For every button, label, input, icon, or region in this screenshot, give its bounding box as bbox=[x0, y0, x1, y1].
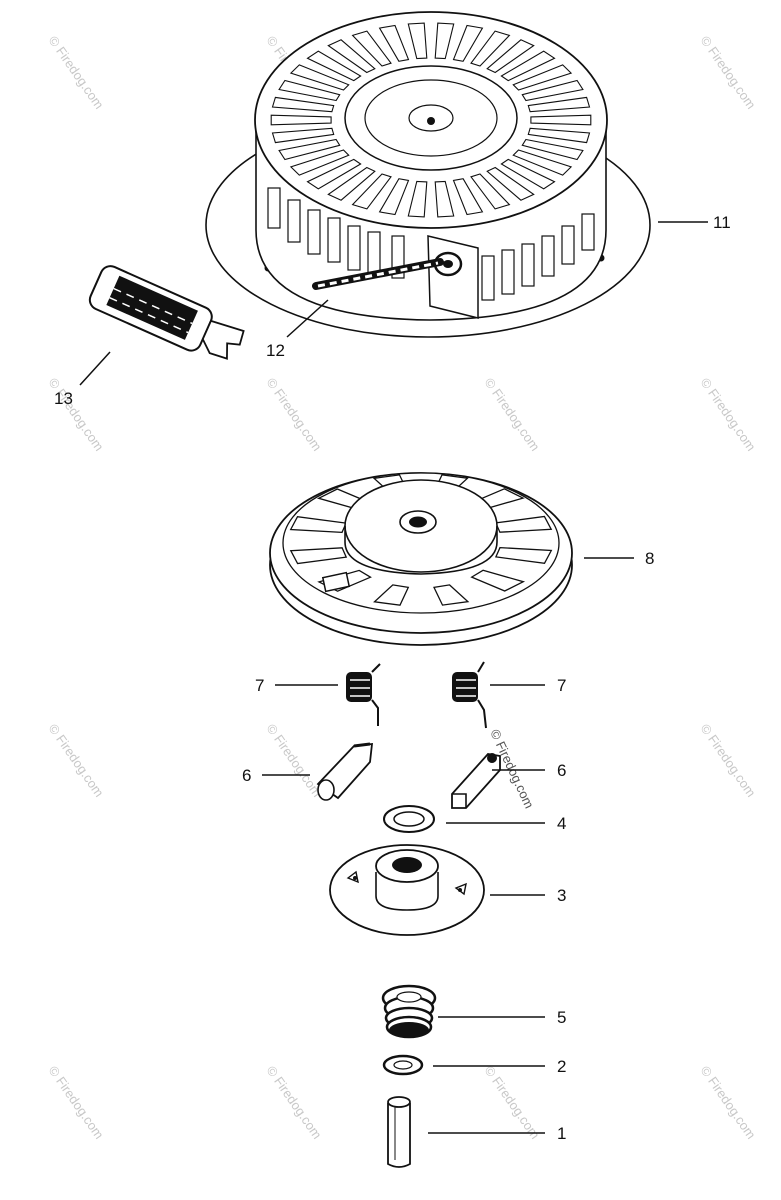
center-pin bbox=[387, 1096, 411, 1168]
callout-6-left: 6 bbox=[242, 766, 251, 785]
louver-slot bbox=[486, 39, 535, 74]
watermark: © Firedog.com bbox=[46, 375, 107, 454]
louver-slot bbox=[278, 79, 341, 102]
retainer-cam bbox=[329, 844, 485, 936]
louver-slot bbox=[306, 158, 362, 190]
watermark: © Firedog.com bbox=[698, 1063, 759, 1142]
callouts: 11 12 13 8 7 7 6 6 4 3 5 2 1 bbox=[54, 213, 731, 1143]
louver-slot bbox=[289, 149, 350, 176]
louver-slot bbox=[452, 178, 484, 216]
pulley-spoke bbox=[494, 546, 553, 565]
louver-slot bbox=[378, 178, 410, 216]
louver-slot bbox=[521, 138, 584, 161]
pawl-spring-right bbox=[452, 661, 487, 729]
louver-slot bbox=[521, 79, 584, 102]
louver-slot bbox=[486, 166, 535, 201]
callout-4: 4 bbox=[557, 814, 566, 833]
callout-3: 3 bbox=[557, 886, 566, 905]
louver-slot bbox=[434, 22, 455, 60]
brake-spring bbox=[381, 984, 437, 1039]
pawl-left bbox=[316, 742, 374, 801]
pulley-spoke bbox=[433, 584, 470, 606]
louver-slot bbox=[512, 149, 573, 176]
watermark: © Firedog.com bbox=[698, 721, 759, 800]
watermark: © Firedog.com bbox=[698, 375, 759, 454]
louver-slot bbox=[378, 24, 410, 62]
louver-slot bbox=[500, 50, 556, 82]
callout-5: 5 bbox=[557, 1008, 566, 1027]
louver-slot bbox=[470, 173, 511, 210]
callout-8: 8 bbox=[645, 549, 654, 568]
callout-2: 2 bbox=[557, 1057, 566, 1076]
pulley-spoke bbox=[373, 584, 410, 606]
callout-6-right: 6 bbox=[557, 761, 566, 780]
callout-1: 1 bbox=[557, 1124, 566, 1143]
pulley bbox=[269, 472, 573, 646]
louver-slot bbox=[306, 50, 362, 82]
callout-7-right: 7 bbox=[557, 676, 566, 695]
pulley-spoke bbox=[494, 515, 553, 533]
starter-housing bbox=[205, 11, 651, 338]
watermark: © Firedog.com bbox=[46, 1063, 107, 1142]
louver-slot bbox=[327, 39, 376, 74]
louver-slot bbox=[351, 30, 392, 67]
louver-slot bbox=[470, 30, 511, 67]
callout-11: 11 bbox=[713, 213, 731, 232]
pawl-right bbox=[451, 753, 501, 809]
callout-12: 12 bbox=[266, 341, 285, 360]
louver-slot bbox=[289, 64, 350, 91]
watermark: © Firedog.com bbox=[482, 375, 543, 454]
small-washer bbox=[382, 1054, 424, 1076]
watermark: © Firedog.com bbox=[264, 721, 325, 800]
callout-7-left: 7 bbox=[255, 676, 264, 695]
louver-slot bbox=[452, 24, 484, 62]
louver-slot bbox=[407, 180, 428, 218]
starter-handle bbox=[88, 265, 245, 360]
watermark: © Firedog.com bbox=[698, 33, 759, 112]
pulley-spoke bbox=[470, 569, 526, 592]
louver-slot bbox=[271, 96, 335, 113]
louver-slot bbox=[434, 180, 455, 218]
callout-13: 13 bbox=[54, 389, 73, 408]
washer bbox=[383, 805, 435, 833]
louver-slot bbox=[530, 114, 592, 126]
pulley-spoke bbox=[289, 547, 348, 565]
louver-slot bbox=[527, 127, 591, 144]
louver-slot bbox=[512, 64, 573, 91]
leader-lines bbox=[79, 221, 708, 1134]
watermark: © Firedog.com bbox=[264, 1063, 325, 1142]
louver-slot bbox=[278, 138, 341, 161]
louver-slot bbox=[407, 22, 428, 60]
watermark: © Firedog.com bbox=[264, 375, 325, 454]
louver-slot bbox=[500, 158, 556, 190]
watermark: © Firedog.com bbox=[46, 33, 107, 112]
louver-slot bbox=[271, 127, 335, 144]
watermark: © Firedog.com bbox=[46, 721, 107, 800]
louver-slot bbox=[270, 114, 332, 126]
louver-slot bbox=[351, 173, 392, 210]
louver-slot bbox=[327, 166, 376, 201]
housing-louvers bbox=[270, 22, 592, 218]
louver-slot bbox=[527, 96, 591, 113]
pawl-spring-left bbox=[346, 663, 381, 726]
watermark: © Firedog.com bbox=[482, 1063, 543, 1142]
